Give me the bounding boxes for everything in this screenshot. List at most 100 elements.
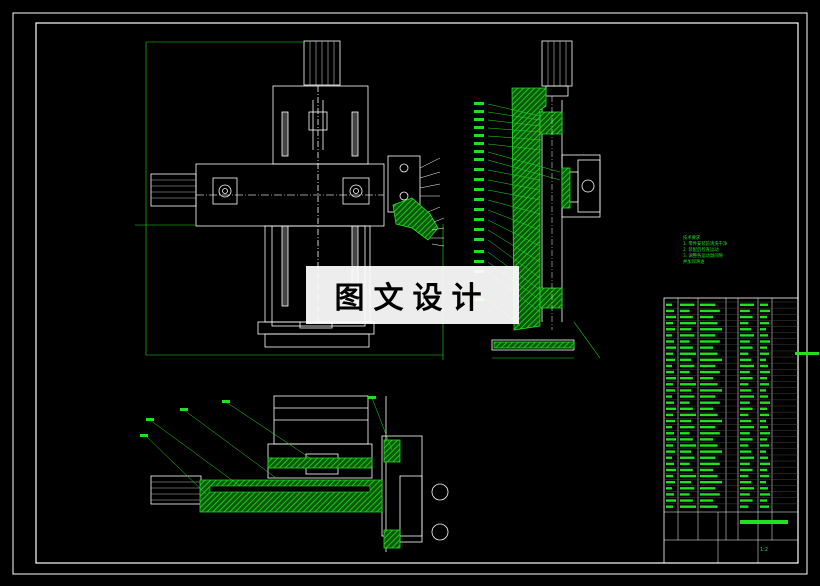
bom-cell-text (740, 493, 750, 496)
bom-cell-text (700, 328, 722, 331)
bom-cell-text (740, 505, 749, 508)
bom-cell-text (740, 370, 750, 374)
bom-cell-text (760, 462, 770, 466)
bom-rows (664, 301, 798, 524)
bom-cell-text (700, 450, 722, 453)
bom-cell-text (680, 474, 696, 478)
bom-cell-text (760, 468, 767, 472)
bom-cell-text (666, 456, 672, 459)
bom-cell-text (700, 395, 716, 398)
bom-cell-text (666, 468, 676, 472)
bom-cell-text (760, 407, 767, 410)
bom-cell-text (760, 340, 770, 343)
bom-cell-text (680, 370, 690, 374)
bom-cell-text (700, 474, 718, 478)
bom-cell-text (700, 438, 714, 441)
bom-cell-text (740, 401, 750, 404)
bom-cell-text (740, 432, 750, 435)
bom-cell-text (680, 395, 695, 398)
bom-cell-text (740, 419, 752, 423)
bom-cell-text (666, 419, 675, 423)
bom-cell-text (700, 309, 720, 313)
bom-cell-text (666, 444, 673, 447)
bom-cell-text (740, 407, 753, 410)
bom-cell-text (740, 389, 752, 392)
bom-cell-text (666, 425, 672, 429)
bom-cell-text (680, 450, 692, 453)
bom-cell-text (740, 468, 753, 472)
bom-cell-text (740, 425, 754, 429)
bom-cell-text (700, 468, 714, 472)
bom-cell-text (700, 419, 722, 423)
bom-cell-text (666, 383, 673, 386)
bom-cell-text (666, 395, 672, 398)
inner-border (35, 22, 799, 564)
note-line: 并加润滑油 (683, 260, 705, 265)
bom-cell-text (760, 346, 767, 349)
bom-cell-text (680, 309, 690, 313)
bom-cell-text (700, 407, 714, 410)
bom-cell-text (700, 505, 718, 508)
bom-cell-text (680, 328, 692, 331)
bom-cell-text (700, 462, 720, 466)
bom-cell-text (700, 303, 716, 306)
technical-notes: 技术要求 1. 零件安装前清洗干净 2. 装配后检查运动 3. 调整各运动副间隙… (683, 236, 793, 266)
bom-cell-text (700, 321, 718, 325)
front-leaders (419, 157, 445, 247)
bottom-section (199, 439, 401, 549)
bom-cell-text (700, 377, 714, 380)
bom-cell-text (666, 450, 675, 453)
note-line: 1. 零件安装前清洗干净 (683, 242, 728, 247)
bom-cell-text (760, 474, 769, 478)
bom-cell-text (740, 474, 749, 478)
bom-table (663, 297, 799, 564)
bom-cell-text (740, 352, 749, 355)
bom-cell-text (666, 432, 674, 435)
bom-cell-text (700, 487, 716, 490)
bom-cell-text (666, 438, 676, 441)
watermark: 图文设计 (306, 266, 519, 324)
bom-cell-text (680, 413, 696, 417)
bom-cell-text (680, 377, 693, 380)
bom-cell-text (700, 499, 714, 502)
bom-cell-text (760, 444, 769, 447)
bom-cell-text (760, 334, 768, 337)
bom-cell-text (666, 505, 673, 508)
bom-cell-text (680, 407, 693, 410)
bom-cell-text (680, 389, 692, 392)
bom-cell-text (740, 456, 754, 459)
bom-cell-text (666, 493, 674, 496)
bom-cell-text (740, 315, 753, 319)
bom-cell-text (760, 315, 767, 319)
bom-cell-text (666, 462, 674, 466)
bom-cell-text (740, 334, 754, 337)
bom-cell-text (700, 444, 718, 447)
bom-cell-text (666, 328, 675, 331)
bom-cell-text (740, 383, 749, 386)
bom-cell-text (680, 487, 695, 490)
bom-cell-text (700, 358, 722, 362)
bom-cell-text (760, 419, 766, 423)
bom-cell-text (680, 364, 695, 368)
bom-cell-text (666, 340, 674, 343)
bottom-leaders (145, 397, 393, 495)
bom-cell-text (760, 377, 767, 380)
bom-cell-text (680, 456, 695, 459)
bom-cell-text (760, 438, 767, 441)
bom-cell-text (666, 487, 672, 490)
bom-cell-text (760, 456, 768, 459)
bom-cell-text (740, 358, 752, 362)
bom-cell-text (740, 450, 752, 453)
bom-cell-text (740, 462, 750, 466)
bom-cell-text (740, 438, 753, 441)
bom-cell-text (680, 468, 693, 472)
bom-cell-text (680, 401, 690, 404)
bom-cell-text (700, 346, 714, 349)
note-line: 3. 调整各运动副间隙 (683, 254, 723, 259)
bom-cell-text (680, 425, 695, 429)
bom-cell-text (666, 346, 676, 349)
bom-cell-text (666, 499, 676, 502)
bom-cell-text (760, 425, 768, 429)
bom-cell-text (740, 444, 749, 447)
side-view (491, 40, 601, 359)
